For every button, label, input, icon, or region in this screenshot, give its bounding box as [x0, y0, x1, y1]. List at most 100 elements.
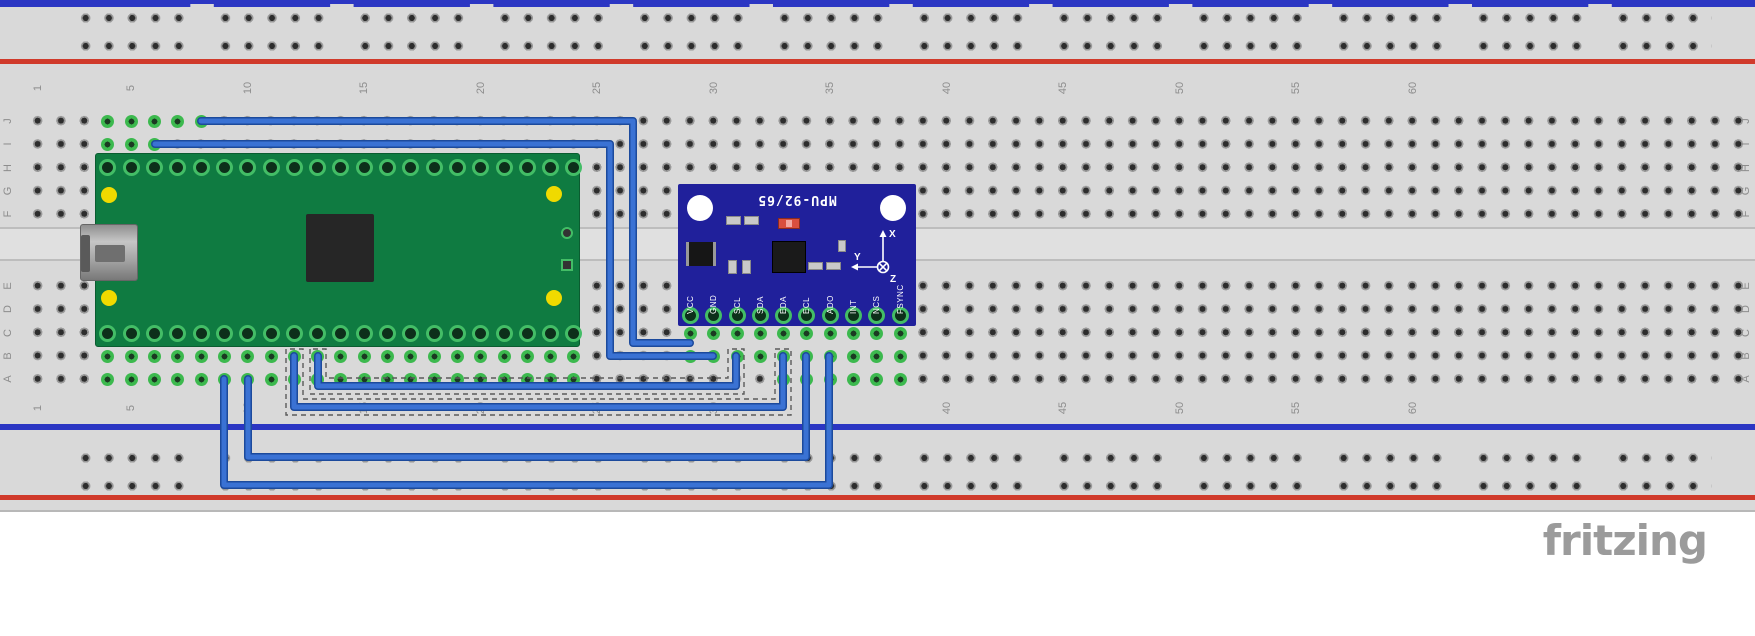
teensy-pin — [565, 158, 583, 176]
connected-hole — [264, 372, 278, 386]
connected-hole — [148, 114, 161, 128]
teensy-pin — [169, 158, 187, 176]
connected-hole — [124, 137, 138, 151]
teensy-pin — [518, 158, 536, 176]
mcu-chip-icon — [306, 214, 374, 282]
top-power-rail-holes — [74, 3, 1712, 60]
teensy-pin — [402, 158, 420, 176]
teensy-pin — [332, 324, 350, 342]
teensy-pin — [472, 324, 490, 342]
teensy-pin — [518, 324, 536, 342]
connected-hole — [450, 349, 464, 363]
connected-hole — [217, 349, 231, 363]
connected-hole — [171, 349, 185, 363]
selection-outline — [285, 348, 792, 416]
capacitor-icon — [742, 260, 751, 274]
teensy-pin — [99, 158, 117, 176]
teensy-pin — [425, 324, 443, 342]
mpu-pin — [868, 306, 886, 324]
teensy-pin — [309, 158, 327, 176]
mpu-pin — [751, 306, 769, 324]
wire-eda-selected[interactable] — [291, 353, 786, 410]
teensy-pin — [448, 158, 466, 176]
connected-hole — [870, 349, 884, 363]
connected-hole — [893, 326, 907, 340]
mpu-9265-board[interactable]: MPU-92/65 X Y Z — [678, 184, 916, 326]
wire-scl[interactable] — [315, 353, 739, 389]
teensy-pin — [262, 158, 280, 176]
connected-hole — [124, 349, 138, 363]
connected-hole — [474, 349, 488, 363]
teensy-pin — [239, 158, 257, 176]
fritzing-logo: fritzing — [1542, 516, 1708, 565]
axis-orientation-icon: X Y Z — [851, 229, 896, 284]
teensy-pin — [146, 324, 163, 342]
teensy-pin — [495, 158, 513, 176]
connected-hole — [847, 349, 860, 363]
connected-hole — [194, 349, 208, 363]
capacitor-icon — [838, 240, 846, 252]
mpu-pin — [681, 306, 699, 324]
teensy-pin — [565, 324, 583, 342]
teensy-pin — [146, 158, 163, 176]
top-rail-red-line — [0, 59, 1755, 64]
teensy-pin — [169, 324, 187, 342]
connected-hole — [101, 137, 115, 151]
mpu-pin — [705, 306, 723, 324]
mpu-pin — [728, 306, 746, 324]
side-pad-icon — [561, 227, 573, 239]
connected-hole — [847, 372, 860, 386]
connected-hole — [404, 349, 418, 363]
teensy-pin — [285, 324, 303, 342]
led-icon — [778, 218, 800, 229]
mount-hole-icon — [545, 289, 562, 306]
teensy-pin — [542, 158, 560, 176]
axis-z-label: Z — [890, 274, 896, 284]
connected-hole — [683, 326, 697, 340]
teensy-pin — [402, 324, 420, 342]
teensy-pin — [542, 324, 560, 342]
teensy-pin — [215, 324, 233, 342]
connected-hole — [334, 349, 348, 363]
connected-hole — [194, 372, 208, 386]
capacitor-icon — [826, 262, 841, 270]
regulator-ic-icon — [686, 242, 716, 266]
connected-hole — [171, 372, 185, 386]
connected-hole — [567, 349, 581, 363]
wire-ecl[interactable] — [245, 353, 809, 460]
wire-ado[interactable] — [221, 353, 832, 488]
teensy-pin — [379, 324, 396, 342]
connected-hole — [171, 114, 185, 128]
connected-hole — [870, 372, 884, 386]
teensy-pin — [425, 158, 443, 176]
connected-hole — [124, 372, 138, 386]
connected-hole — [101, 372, 115, 386]
connected-hole — [707, 326, 721, 340]
teensy-pin — [309, 324, 327, 342]
teensy-pin — [192, 158, 210, 176]
connected-hole — [264, 349, 278, 363]
wire-vcc[interactable] — [198, 118, 693, 346]
wire-gnd[interactable] — [152, 141, 716, 359]
capacitor-icon — [728, 260, 737, 274]
connected-hole — [823, 326, 837, 340]
bottom-rail-blue-line — [0, 424, 1755, 430]
resistor-icon — [744, 216, 759, 225]
connected-hole — [124, 114, 138, 128]
teensy-board[interactable] — [80, 153, 580, 347]
teensy-pin — [215, 158, 233, 176]
capacitor-icon — [808, 262, 823, 270]
connected-hole — [357, 349, 371, 363]
connected-hole — [893, 372, 907, 386]
connected-hole — [847, 326, 860, 340]
connected-hole — [381, 349, 394, 363]
teensy-pin — [122, 324, 140, 342]
selection-outline — [309, 348, 745, 395]
usb-connector-icon — [80, 224, 138, 281]
connected-hole — [870, 326, 884, 340]
teensy-pin — [285, 158, 303, 176]
mount-hole-icon — [687, 195, 713, 221]
mpu-pin — [798, 306, 816, 324]
